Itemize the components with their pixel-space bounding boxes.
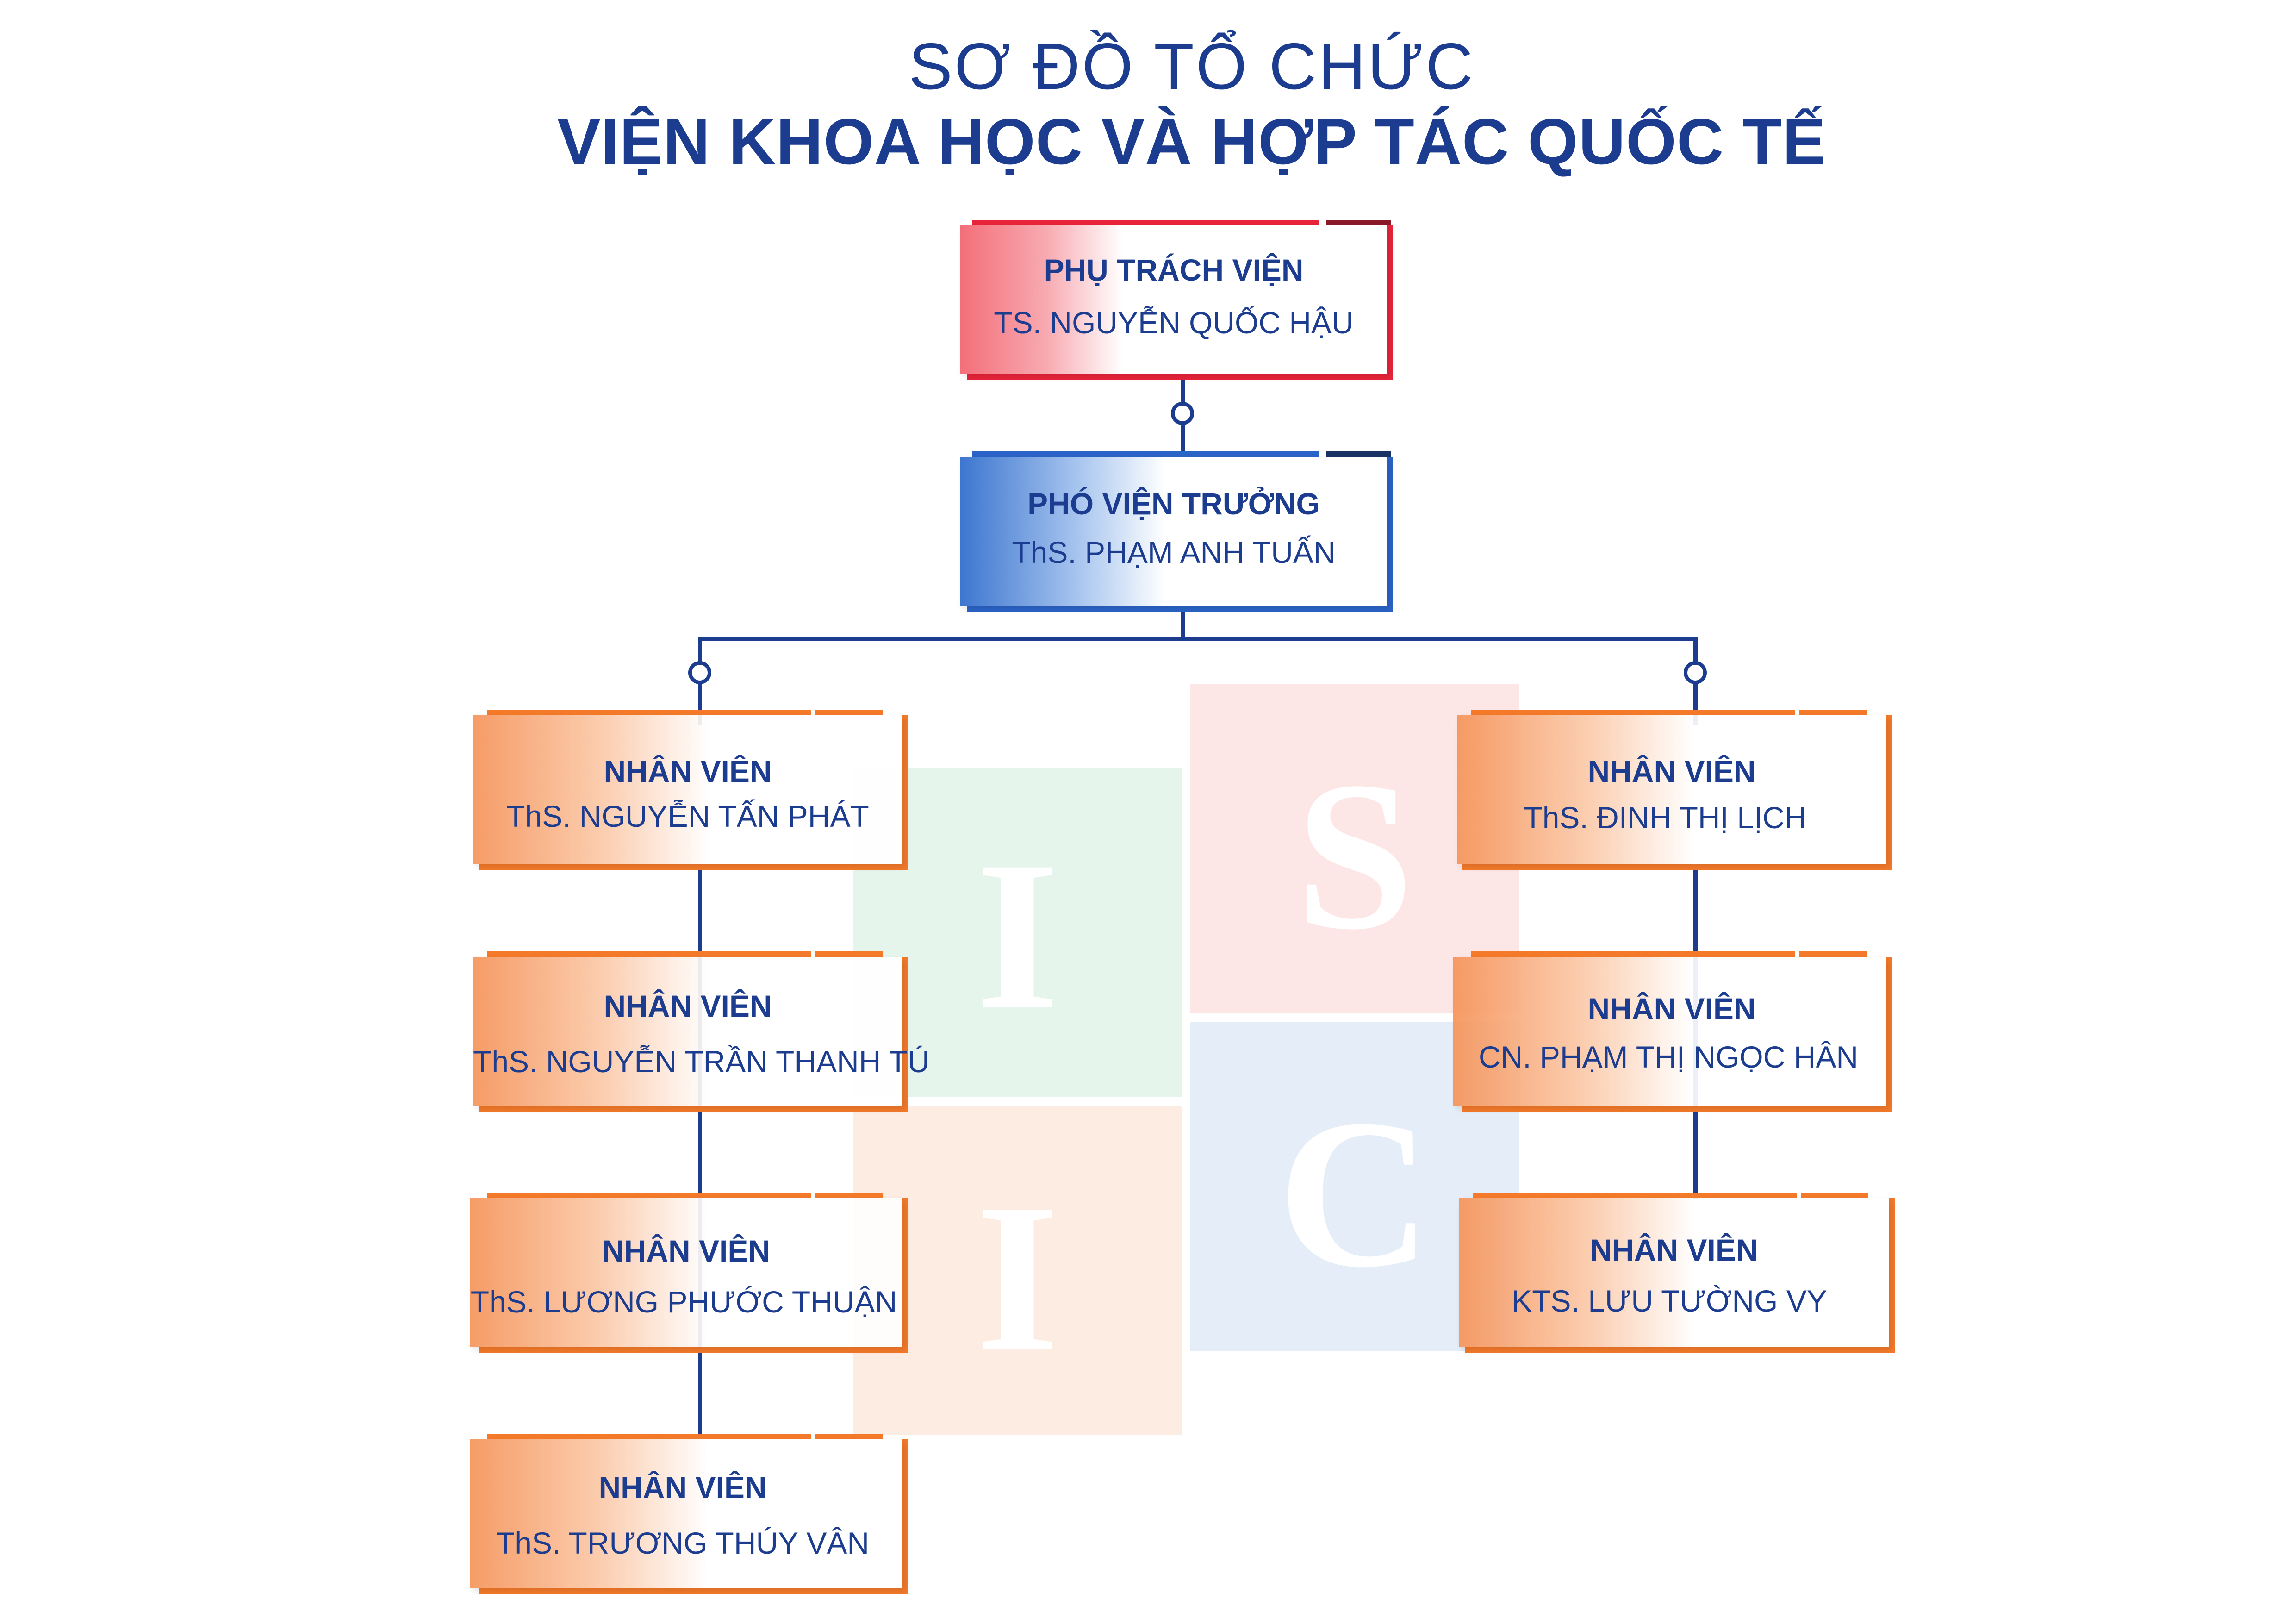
staff-left-box-1: NHÂN VIÊN ThS. NGUYỄN TẤN PHÁT: [473, 710, 908, 870]
director-deco-bar-right: [1387, 225, 1393, 380]
staff-right-1-fill: [1457, 715, 1886, 864]
director-box: PHỤ TRÁCH VIỆN TS. NGUYỄN QUỐC HẬU: [960, 220, 1393, 380]
staff-left-1-deco-accent: [815, 710, 883, 715]
staff-left-box-4: NHÂN VIÊN ThS. TRƯƠNG THÚY VÂN: [470, 1434, 908, 1594]
director-role: PHỤ TRÁCH VIỆN: [1044, 253, 1304, 287]
staff-right-2-deco-right: [1886, 957, 1892, 1112]
staff-right-3-deco-right: [1889, 1198, 1895, 1353]
director-box-fill: [960, 225, 1387, 374]
staff-right-box-1: NHÂN VIÊN ThS. ĐINH THỊ LỊCH: [1457, 710, 1892, 870]
staff-left-1-role: NHÂN VIÊN: [604, 754, 772, 788]
node-circle-director: [1171, 402, 1194, 425]
staff-left-2-fill: [473, 957, 902, 1106]
staff-right-3-deco-bottom: [1465, 1347, 1895, 1353]
vice-director-box: PHÓ VIỆN TRƯỞNG ThS. PHẠM ANH TUẤN: [960, 451, 1393, 612]
connector-horizontal: [698, 637, 1698, 641]
staff-right-2-deco-top: [1471, 951, 1795, 957]
staff-left-4-deco-top: [487, 1434, 811, 1439]
staff-left-2-deco-accent: [815, 951, 883, 957]
director-deco-bar-bottom: [967, 374, 1393, 380]
watermark-letter-i-bottom: I: [976, 1160, 1059, 1396]
staff-right-1-name: ThS. ĐINH THỊ LỊCH: [1524, 800, 1807, 835]
staff-left-1-deco-top: [487, 710, 811, 715]
staff-left-4-name: ThS. TRƯƠNG THÚY VÂN: [496, 1526, 870, 1560]
staff-left-4-fill: [470, 1439, 902, 1588]
node-circle-left: [688, 661, 711, 684]
vice-deco-bar-bottom: [967, 606, 1393, 612]
staff-left-3-deco-bottom: [479, 1347, 908, 1353]
staff-left-4-role: NHÂN VIÊN: [598, 1470, 767, 1505]
staff-left-3-fill: [470, 1198, 902, 1347]
staff-right-2-role: NHÂN VIÊN: [1587, 992, 1756, 1026]
watermark-letter-s: S: [1295, 737, 1414, 974]
staff-right-3-deco-top: [1473, 1193, 1797, 1198]
staff-left-box-2: NHÂN VIÊN ThS. NGUYỄN TRẦN THANH TÚ: [473, 951, 930, 1112]
staff-left-2-deco-right: [902, 957, 908, 1112]
staff-left-1-name: ThS. NGUYỄN TẤN PHÁT: [506, 799, 869, 833]
staff-left-2-deco-top: [487, 951, 811, 957]
staff-left-1-deco-bottom: [479, 864, 908, 870]
staff-left-1-deco-right: [902, 715, 908, 870]
staff-left-2-name: ThS. NGUYỄN TRẦN THANH TÚ: [473, 1044, 930, 1079]
staff-left-4-deco-accent: [815, 1434, 883, 1439]
staff-left-3-role: NHÂN VIÊN: [602, 1234, 771, 1268]
chart-title-line1: SƠ ĐỒ TỔ CHỨC: [908, 30, 1475, 103]
director-name: TS. NGUYỄN QUỐC HẬU: [994, 306, 1354, 340]
node-circle-right: [1684, 661, 1707, 684]
chart-title-line2: VIỆN KHOA HỌC VÀ HỢP TÁC QUỐC TẾ: [557, 105, 1826, 178]
staff-left-3-deco-accent: [815, 1193, 883, 1198]
connector-vice-down: [1181, 612, 1185, 641]
staff-right-3-role: NHÂN VIÊN: [1590, 1233, 1758, 1267]
staff-left-3-deco-top: [487, 1193, 811, 1198]
staff-left-1-fill: [473, 715, 902, 864]
vice-deco-bar-top: [972, 451, 1319, 457]
staff-right-2-deco-bottom: [1462, 1106, 1892, 1112]
staff-right-box-2: NHÂN VIÊN CN. PHẠM THỊ NGỌC HÂN: [1453, 951, 1892, 1112]
staff-right-1-deco-top: [1471, 710, 1795, 715]
staff-right-3-deco-accent: [1801, 1193, 1868, 1198]
staff-right-2-deco-accent: [1799, 951, 1867, 957]
staff-right-1-deco-right: [1886, 715, 1892, 870]
director-deco-bar-accent: [1326, 220, 1391, 225]
staff-right-2-fill: [1453, 957, 1886, 1106]
staff-right-3-fill: [1459, 1198, 1889, 1347]
staff-left-box-3: NHÂN VIÊN ThS. LƯƠNG PHƯỚC THUẬN: [470, 1193, 908, 1353]
staff-right-2-name: CN. PHẠM THỊ NGỌC HÂN: [1478, 1040, 1859, 1074]
vice-director-role: PHÓ VIỆN TRƯỞNG: [1027, 487, 1320, 521]
watermark-letter-c: C: [1277, 1075, 1432, 1312]
staff-left-3-name: ThS. LƯƠNG PHƯỚC THUẬN: [470, 1285, 897, 1319]
staff-left-4-deco-right: [902, 1439, 908, 1594]
staff-right-1-deco-bottom: [1462, 864, 1892, 870]
staff-left-3-deco-right: [902, 1198, 908, 1353]
vice-director-box-fill: [960, 457, 1387, 606]
staff-right-box-3: NHÂN VIÊN KTS. LƯU TƯỜNG VY: [1459, 1193, 1895, 1353]
vice-deco-bar-right: [1387, 457, 1393, 612]
connector-left-column: [698, 870, 702, 1435]
staff-right-3-name: KTS. LƯU TƯỜNG VY: [1512, 1284, 1827, 1318]
staff-left-2-role: NHÂN VIÊN: [604, 989, 772, 1023]
director-deco-bar-top: [972, 220, 1319, 225]
staff-right-1-role: NHÂN VIÊN: [1587, 754, 1756, 788]
watermark-letter-i-top: I: [976, 817, 1059, 1053]
staff-left-2-deco-bottom: [479, 1106, 908, 1112]
staff-left-4-deco-bottom: [479, 1588, 908, 1594]
vice-director-name: ThS. PHẠM ANH TUẤN: [1012, 535, 1336, 569]
vice-deco-bar-accent: [1326, 451, 1391, 457]
staff-right-1-deco-accent: [1799, 710, 1867, 715]
